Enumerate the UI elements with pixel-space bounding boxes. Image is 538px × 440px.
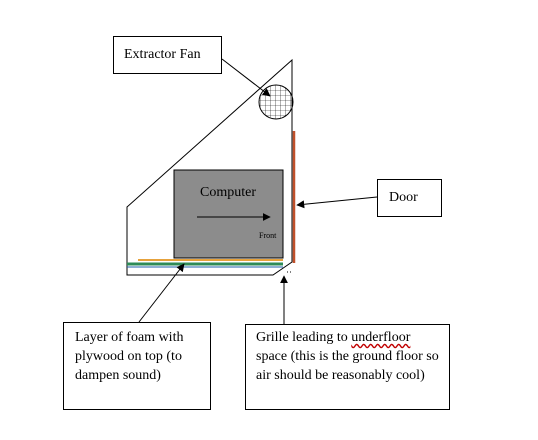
door-arrow: [296, 196, 378, 209]
extractor-fan-icon: [258, 84, 294, 120]
grille-callout: Grille leading to underfloor space (this…: [245, 324, 450, 410]
grille-label-suffix: space (this is the ground floor so air s…: [256, 349, 439, 383]
grille-label-squiggle: underfloor: [351, 330, 411, 345]
foam-callout: Layer of foam with plywood on top (to da…: [63, 322, 211, 410]
door-label: Door: [389, 190, 418, 205]
fan-arrow: [221, 58, 271, 97]
extractor-fan-callout: Extractor Fan: [113, 36, 222, 74]
door-callout: Door: [377, 179, 442, 217]
grille-label-prefix: Grille leading to: [256, 330, 352, 345]
computer-label: Computer: [200, 185, 256, 200]
foam-arrow: [138, 263, 185, 323]
extractor-fan-label: Extractor Fan: [124, 47, 201, 62]
front-label: Front: [259, 231, 277, 240]
computer-case: [173, 169, 284, 259]
foam-label: Layer of foam with plywood on top (to da…: [75, 330, 184, 383]
